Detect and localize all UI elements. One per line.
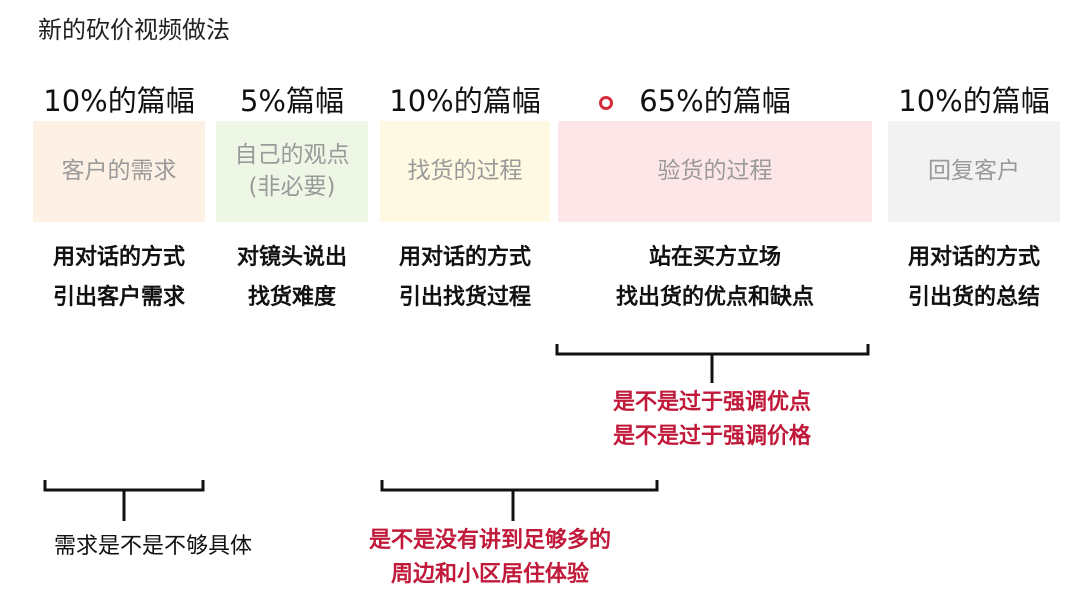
percent-label-search: 10%的篇幅 [389,84,541,118]
stage-box-reply: 回复客户 [888,121,1060,222]
description-line: 用对话的方式 [907,245,1040,270]
description-line: 引出客户需求 [52,285,185,310]
stage-description-reply: 用对话的方式 引出货的总结 [888,238,1060,318]
description-line: 找出货的优点和缺点 [615,285,814,310]
stage-description-demand: 用对话的方式 引出客户需求 [33,238,205,318]
description-line: 站在买方立场 [648,245,781,270]
stage-box-label: 客户的需求 [61,157,177,184]
note-line: 是不是过于强调优点 [612,390,811,415]
stage-box-demand: 客户的需求 [33,121,205,222]
stage-description-inspection: 站在买方立场 找出货的优点和缺点 [558,238,872,318]
description-line: 用对话的方式 [398,245,531,270]
stage-box-note: (非必要) [248,173,336,200]
stage-box-inspection: 验货的过程 [558,121,872,222]
note-inspection: 是不是过于强调优点 是不是过于强调价格 [562,386,862,454]
stage-description-search: 用对话的方式 引出找货过程 [380,238,550,318]
stage-box-search: 找货的过程 [380,121,550,222]
note-line: 周边和小区居住体验 [390,562,589,587]
description-line: 对镜头说出 [236,245,347,270]
page-title: 新的砍价视频做法 [38,16,230,44]
percent-label-inspection: 65%的篇幅 [639,84,791,118]
stage-box-label: 回复客户 [928,157,1020,184]
note-line: 需求是不是不够具体 [54,534,253,559]
stage-box-label: 验货的过程 [657,157,773,184]
marker-dot [599,96,613,110]
stage-box-label: 找货的过程 [407,157,523,184]
note-line: 是不是过于强调价格 [612,424,811,449]
description-line: 用对话的方式 [52,245,185,270]
bracket-search [380,480,659,521]
description-line: 引出找货过程 [398,285,531,310]
bracket-demand [43,480,205,521]
note-line: 是不是没有讲到足够多的 [368,528,611,553]
stage-description-opinion: 对镜头说出 找货难度 [216,238,368,318]
description-line: 引出货的总结 [907,285,1040,310]
description-line: 找货难度 [247,285,336,310]
percent-label-opinion: 5%篇幅 [239,84,344,118]
note-demand: 需求是不是不够具体 [40,530,314,564]
percent-label-reply: 10%的篇幅 [898,84,1050,118]
stage-box-opinion: 自己的观点 (非必要) [216,121,368,222]
note-search: 是不是没有讲到足够多的 周边和小区居住体验 [340,524,640,592]
stage-box-label: 自己的观点 [234,142,350,169]
bracket-inspection [555,344,870,383]
percent-label-demand: 10%的篇幅 [43,84,195,118]
